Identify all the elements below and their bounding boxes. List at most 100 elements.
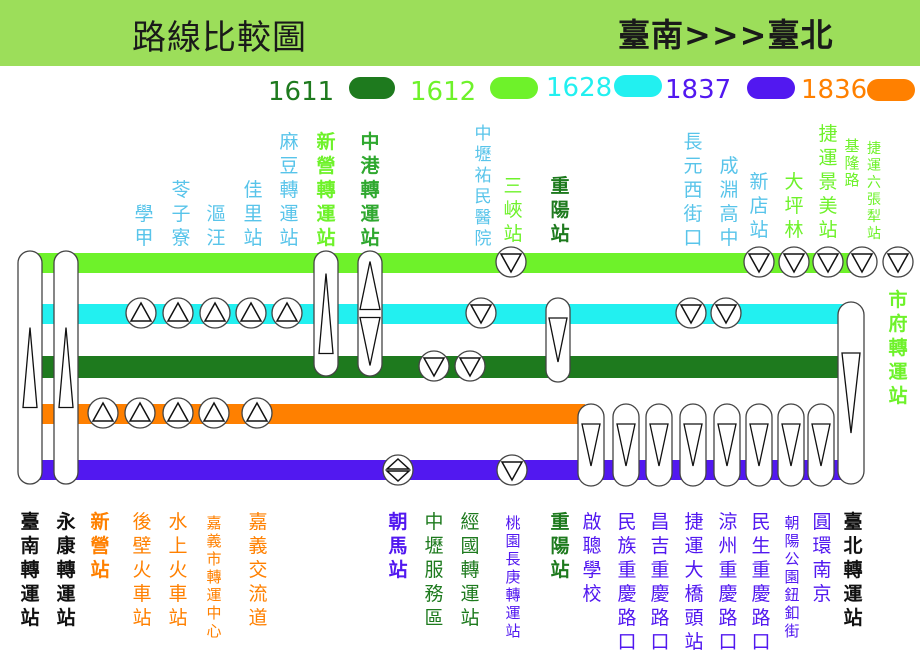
svg-text:站: 站	[550, 222, 569, 245]
svg-text:美: 美	[818, 195, 837, 217]
up-triangle-icon	[275, 301, 299, 322]
route-line-1612	[30, 253, 855, 273]
stop-label-shifu-terminal: 市府轉運站市府轉運站	[888, 288, 907, 407]
svg-text:服: 服	[424, 559, 443, 581]
svg-text:站: 站	[279, 227, 298, 249]
svg-text:站: 站	[888, 384, 907, 407]
direction-title: 臺南>>>臺北	[618, 16, 834, 54]
svg-text:口: 口	[650, 631, 669, 651]
svg-text:壢: 壢	[424, 535, 443, 557]
svg-text:峽: 峽	[503, 199, 522, 221]
svg-text:上: 上	[168, 535, 187, 557]
stop-marker-1612-north-2	[778, 246, 810, 278]
stop-label-bottom-15: 昌吉重慶路口昌吉重慶路口	[650, 511, 669, 651]
svg-text:運: 運	[206, 586, 221, 604]
svg-text:西: 西	[683, 179, 702, 201]
stop-label-top-2: 苓子寮苓子寮	[171, 179, 190, 249]
stop-label-bottom-18: 民生重慶路口民生重慶路口	[751, 511, 770, 651]
svg-text:生: 生	[751, 535, 770, 557]
svg-text:運: 運	[888, 361, 907, 383]
svg-text:重: 重	[550, 175, 569, 197]
svg-text:路: 路	[650, 607, 669, 629]
stop-label-top-12: 成淵高中成淵高中	[719, 155, 738, 249]
stop-capsule	[17, 250, 43, 485]
svg-text:轉: 轉	[888, 337, 907, 359]
up-arrow-icon	[22, 327, 38, 409]
stop-label-top-6: 新營轉運站新營轉運站	[316, 130, 335, 249]
svg-text:交: 交	[248, 559, 267, 581]
svg-text:鈕: 鈕	[784, 586, 799, 604]
svg-text:元: 元	[683, 155, 702, 177]
svg-text:運: 運	[56, 583, 75, 605]
svg-text:重: 重	[718, 559, 737, 581]
down-arrow-icon	[841, 352, 861, 434]
stop-marker-zhonggang-terminal	[357, 250, 383, 377]
svg-text:豆: 豆	[279, 155, 298, 177]
svg-text:新: 新	[749, 171, 768, 193]
svg-text:府: 府	[888, 312, 907, 335]
svg-text:轉: 轉	[279, 179, 298, 201]
svg-text:高: 高	[719, 203, 738, 225]
svg-text:車: 車	[168, 583, 187, 605]
svg-text:陽: 陽	[784, 532, 799, 550]
stop-capsule	[357, 250, 383, 377]
legend-label-1611: 1611	[268, 77, 334, 107]
down-arrow-icon	[616, 423, 636, 467]
stop-marker-taipei-city-5	[713, 403, 741, 487]
svg-text:路: 路	[617, 607, 636, 629]
svg-text:長: 長	[505, 550, 520, 568]
svg-text:啟: 啟	[582, 511, 601, 533]
down-triangle-icon	[714, 304, 738, 325]
svg-text:港: 港	[360, 155, 380, 177]
up-triangle-icon	[166, 301, 190, 322]
svg-text:站: 站	[460, 607, 479, 629]
stop-marker-1836-south-4	[198, 397, 230, 429]
svg-text:祐: 祐	[475, 166, 492, 186]
svg-text:捷: 捷	[818, 123, 837, 145]
legend-swatch-1836	[867, 79, 915, 101]
svg-text:學: 學	[134, 203, 153, 225]
svg-text:營: 營	[90, 534, 109, 557]
svg-text:口: 口	[683, 227, 702, 249]
svg-text:大: 大	[684, 559, 703, 581]
stop-label-top-8: 中壢祐民醫院中壢祐民醫院	[475, 124, 492, 249]
stop-marker-changyuan-w-st	[675, 297, 707, 329]
svg-text:經: 經	[460, 511, 479, 533]
up-arrow-icon	[359, 261, 381, 311]
down-triangle-icon	[679, 304, 703, 325]
up-triangle-icon	[166, 401, 190, 422]
stop-marker-taipei-city-2	[612, 403, 640, 487]
svg-text:義: 義	[248, 535, 267, 557]
down-arrow-icon	[683, 423, 703, 467]
svg-text:州: 州	[718, 535, 737, 557]
stop-label-bottom-20: 圓環南京圓環南京	[812, 511, 831, 605]
svg-text:重: 重	[617, 559, 636, 581]
stop-circle	[382, 454, 414, 486]
svg-text:學: 學	[582, 559, 601, 581]
svg-text:苓: 苓	[171, 179, 190, 201]
svg-text:林: 林	[784, 219, 803, 241]
svg-text:街: 街	[784, 622, 799, 640]
stop-marker-xinying-terminal	[313, 250, 339, 377]
svg-text:頭: 頭	[684, 607, 703, 629]
stop-marker-1836-south-2	[124, 397, 156, 429]
svg-text:中: 中	[360, 130, 379, 153]
svg-text:心: 心	[206, 622, 221, 640]
stop-label-top-14: 大坪林大坪林	[784, 171, 803, 241]
svg-text:康: 康	[56, 534, 76, 557]
svg-text:民: 民	[751, 511, 770, 533]
stop-marker-taipei-terminal	[837, 301, 865, 485]
stop-marker-zhongli-youmin	[465, 297, 497, 329]
stop-label-bottom-17: 涼州重慶路口涼州重慶路口	[718, 511, 737, 651]
stop-label-top-10: 重陽站重陽站	[550, 175, 569, 245]
stop-label-bottom-14: 民族重慶路口民族重慶路口	[617, 511, 636, 651]
up-triangle-icon	[203, 301, 227, 322]
svg-text:轉: 轉	[20, 559, 39, 581]
stop-label-top-5: 麻豆轉運站麻豆轉運站	[279, 131, 298, 249]
svg-text:吉: 吉	[650, 535, 669, 557]
svg-text:運: 運	[360, 203, 379, 225]
route-line-1628	[30, 304, 845, 324]
stop-marker-taipei-city-7	[777, 403, 805, 487]
legend-label-1628: 1628	[546, 73, 612, 103]
svg-text:坪: 坪	[784, 195, 803, 217]
